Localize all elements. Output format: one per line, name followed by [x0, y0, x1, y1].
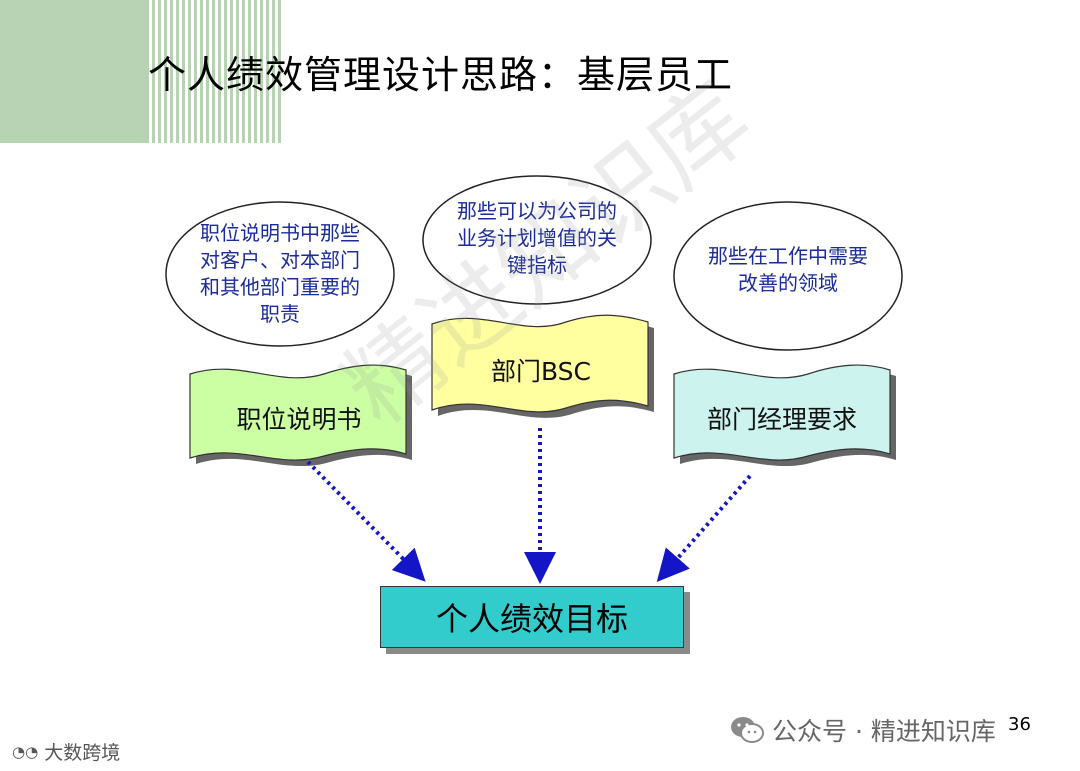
banner-job-description-label: 职位说明书	[236, 405, 362, 434]
wechat-account-name: 公众号 · 精进知识库	[772, 717, 996, 746]
page-title: 个人绩效管理设计思路：基层员工	[148, 53, 734, 97]
ellipse-job-duties-text: 职位说明书中那些对客户、对本部门和其他部门重要的职责	[200, 221, 360, 326]
brand-logo: ◔◔ 大数跨境	[12, 738, 120, 765]
logo-icon: ◔◔	[12, 742, 39, 761]
personal-performance-goal-box: 个人绩效目标	[380, 586, 684, 648]
banner-manager-requirements-label: 部门经理要求	[706, 405, 857, 434]
logo-text: 大数跨境	[44, 742, 121, 764]
wechat-account-badge: 公众号 · 精进知识库	[730, 712, 996, 748]
corner-decoration-block	[0, 0, 146, 143]
banner-department-bsc-label: 部门BSC	[490, 357, 592, 386]
corner-decoration-stripes	[146, 0, 282, 143]
banner-job-description	[189, 364, 407, 461]
banner-department-bsc	[431, 314, 649, 413]
ellipse-improvement-areas-text: 那些在工作中需要改善的领域	[708, 244, 868, 295]
arrow-manager-to-goal	[656, 474, 752, 583]
page-number: 36	[1008, 714, 1031, 735]
ellipse-job-duties	[165, 201, 395, 347]
arrow-job-description-to-goal	[306, 460, 426, 582]
ellipse-key-indicators-text: 那些可以为公司的业务计划增值的关键指标	[457, 199, 617, 277]
goal-label: 个人绩效目标	[435, 600, 628, 638]
wechat-icon	[730, 716, 764, 744]
ellipse-key-indicators	[422, 175, 652, 305]
ellipse-improvement-areas	[673, 201, 903, 351]
banner-manager-requirements	[673, 364, 891, 461]
